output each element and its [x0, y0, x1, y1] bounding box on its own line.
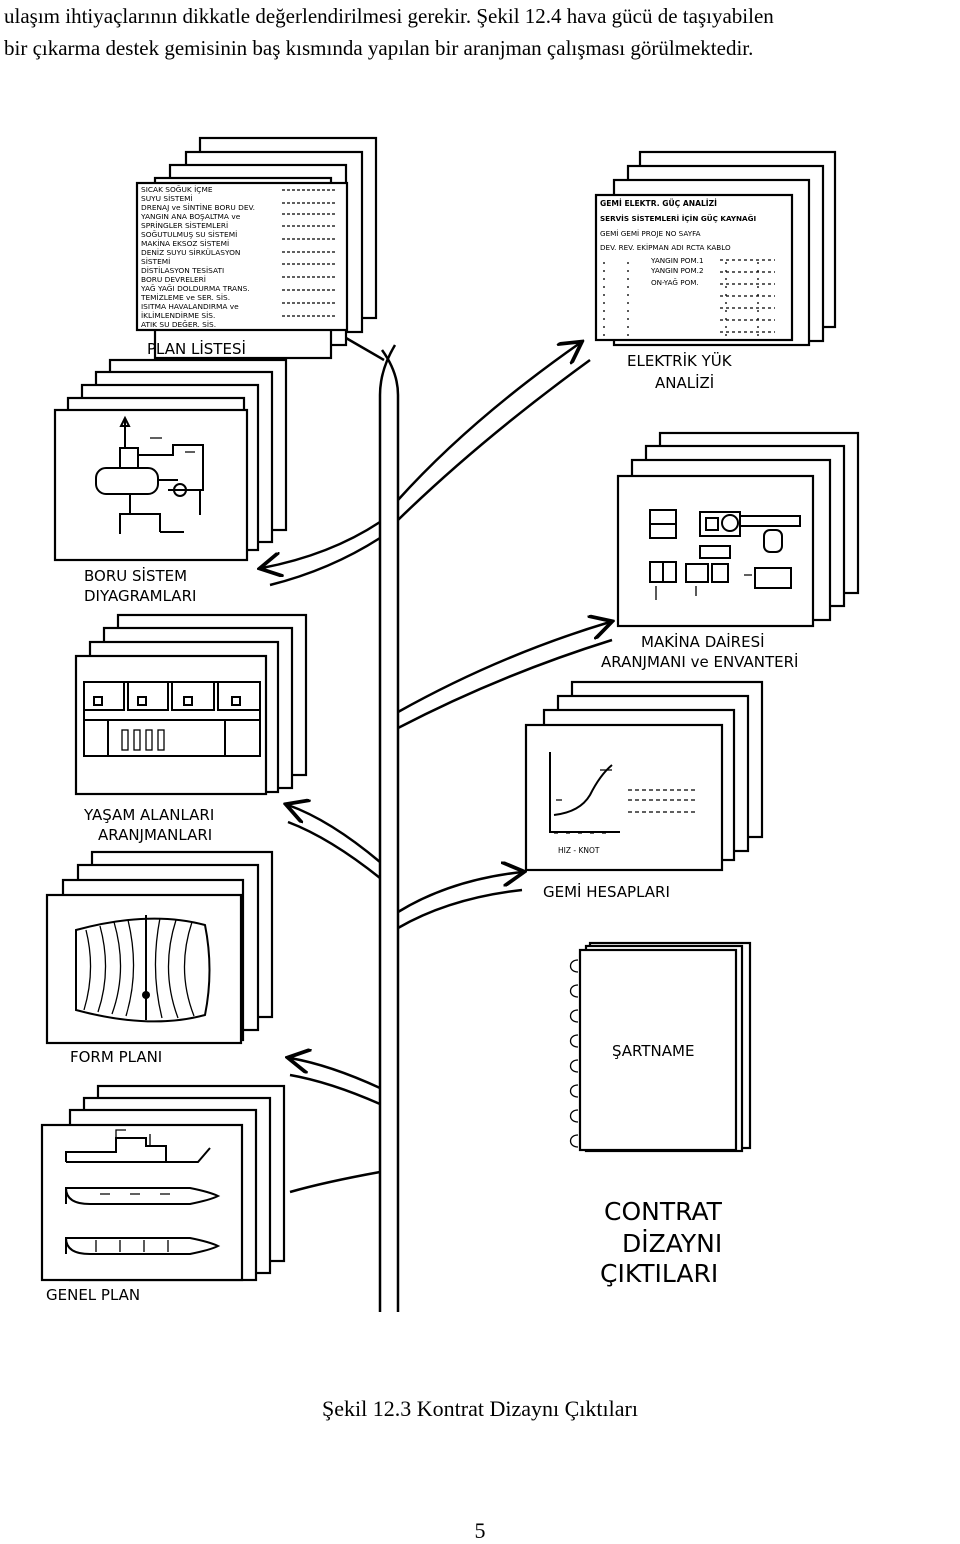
- plan-row: TEMİZLEME ve SER. SİS.: [140, 293, 230, 302]
- sartname-group: ŞARTNAME: [569, 941, 752, 1153]
- gemi-group: HIZ - KNOT GEMİ HESAPLARI: [524, 680, 764, 901]
- sartname-sheet: [578, 948, 738, 1152]
- seat-rows: [121, 729, 165, 751]
- spiral-binding: [569, 959, 579, 1148]
- paragraph-line-2: bir çıkarma destek gemisinin baş kısmınd…: [4, 36, 754, 60]
- makina-label-1: MAKİNA DAİRESİ: [641, 632, 765, 651]
- genel-sheet: [40, 1123, 244, 1282]
- plan-row: YANGIN ANA BOŞALTMA ve: [140, 212, 241, 221]
- elektrik-title: GEMİ ELEKTR. GÜÇ ANALİZİ: [600, 199, 717, 208]
- plan-row: SOĞUTULMUŞ SU SİSTEMİ: [141, 230, 237, 239]
- elektrik-sheet: [594, 193, 794, 342]
- form-group: FORM PLANI: [45, 850, 274, 1066]
- plan-row: SUYU SİSTEMİ: [141, 194, 193, 203]
- elektrik-label-1: ELEKTRİK YÜK: [627, 351, 733, 370]
- elektrik-item: YANGIN POM.2: [650, 266, 704, 275]
- figure-contract-design-outputs: SICAK SOĞUK İÇME SUYU SİSTEMİ DRENAJ ve …: [40, 136, 860, 1312]
- plan-row: SICAK SOĞUK İÇME: [141, 185, 213, 194]
- plan-row: ATIK SU DEĞER. SİS.: [141, 320, 216, 329]
- tree-trunk: [378, 344, 400, 1312]
- yasam-group: YAŞAM ALANLARI ARANJMANLARI: [74, 613, 308, 844]
- gemi-axis-label: HIZ - KNOT: [558, 846, 600, 855]
- figure-caption: Şekil 12.3 Kontrat Dizaynı Çıktıları: [322, 1396, 638, 1421]
- speed-power-chart-drawing: [549, 752, 698, 834]
- plan-row: ISITMA HAVALANDIRMA ve: [141, 302, 239, 311]
- elektrik-label-2: ANALİZİ: [655, 373, 714, 392]
- contrat-line-3: ÇIKTILARI: [600, 1259, 718, 1288]
- makina-group: MAKİNA DAİRESİ ARANJMANI ve ENVANTERİ: [601, 431, 860, 671]
- pipe-diagram-drawing: [95, 415, 204, 534]
- contrat-line-2: DİZAYNI: [622, 1229, 722, 1258]
- boru-label-2: DIYAGRAMLARI: [84, 587, 196, 605]
- elektrik-row-b: DEV. REV. EKİPMAN ADI RCTA KABLO: [600, 243, 731, 252]
- contrat-title-group: CONTRAT DİZAYNI ÇIKTILARI: [600, 1197, 723, 1288]
- elektrik-group: GEMİ ELEKTR. GÜÇ ANALİZİ SERVİS SİSTEMLE…: [594, 150, 837, 392]
- elektrik-row-a: GEMİ GEMİ PROJE NO SAYFA: [600, 229, 701, 238]
- plan-listesi-scribbles: [282, 189, 337, 317]
- plan-row: MAKİNA EKSOZ SİSTEMİ: [141, 239, 229, 248]
- sartname-label: ŞARTNAME: [612, 1042, 694, 1060]
- form-label: FORM PLANI: [70, 1048, 162, 1066]
- plan-row: DRENAJ ve SİNTİNE BORU DEV.: [141, 203, 255, 212]
- plan-row: BORU DEVRELERİ: [141, 275, 206, 284]
- genel-label: GENEL PLAN: [46, 1286, 140, 1304]
- ship-hold-plan-drawing: [64, 1237, 221, 1255]
- yasam-sheet: [74, 654, 268, 796]
- machinery-layout-drawing: [649, 509, 801, 600]
- yasam-label-1: YAŞAM ALANLARI: [83, 806, 214, 824]
- ship-profile-drawing: [65, 1129, 211, 1163]
- elektrik-item: ON-YAĞ POM.: [651, 278, 699, 287]
- makina-label-2: ARANJMANI ve ENVANTERİ: [601, 652, 798, 671]
- plan-listesi-label: PLAN LİSTESİ: [147, 339, 246, 358]
- yasam-label-2: ARANJMANLARI: [98, 826, 212, 844]
- plan-row: İKLİMLENDİRME SİS.: [141, 311, 215, 320]
- gemi-label: GEMİ HESAPLARI: [543, 882, 670, 901]
- hull-lines-drawing: [75, 915, 211, 1023]
- contrat-line-1: CONTRAT: [604, 1197, 723, 1226]
- plan-row: DİSTİLASYON TESİSATI: [141, 266, 224, 275]
- genel-group: GENEL PLAN: [40, 1084, 286, 1304]
- plan-row: SPRİNGLER SİSTEMLERİ: [141, 221, 228, 230]
- body-paragraph: ulaşım ihtiyaçlarının dikkatle değerlend…: [4, 0, 956, 64]
- accommodation-layout-drawing: [83, 681, 261, 757]
- gemi-sheet: [524, 723, 724, 872]
- plan-listesi-rows: SICAK SOĞUK İÇME SUYU SİSTEMİ DRENAJ ve …: [140, 185, 255, 329]
- boru-label-1: BORU SİSTEM: [84, 566, 187, 585]
- plan-row: YAĞ YAĞI DOLDURMA TRANS.: [140, 284, 250, 293]
- boru-group: BORU SİSTEM DIYAGRAMLARI: [53, 358, 288, 605]
- makina-sheet: [616, 474, 815, 628]
- plan-row: SİSTEMİ: [141, 257, 170, 266]
- boru-sheet: [53, 408, 249, 562]
- tree-branches: [262, 336, 612, 1194]
- ship-deck-plan-drawing: [64, 1187, 221, 1205]
- plan-listesi-group: SICAK SOĞUK İÇME SUYU SİSTEMİ DRENAJ ve …: [135, 136, 378, 360]
- paragraph-line-1: ulaşım ihtiyaçlarının dikkatle değerlend…: [4, 4, 774, 28]
- plan-row: DENİZ SUYU SİRKÜLASYON: [141, 248, 240, 257]
- page-number: 5: [474, 1518, 486, 1543]
- plan-listesi-sheet: [135, 181, 349, 332]
- elektrik-item: YANGIN POM.1: [650, 256, 704, 265]
- elektrik-subtitle: SERVİS SİSTEMLERİ İÇİN GÜÇ KAYNAĞI: [600, 214, 757, 223]
